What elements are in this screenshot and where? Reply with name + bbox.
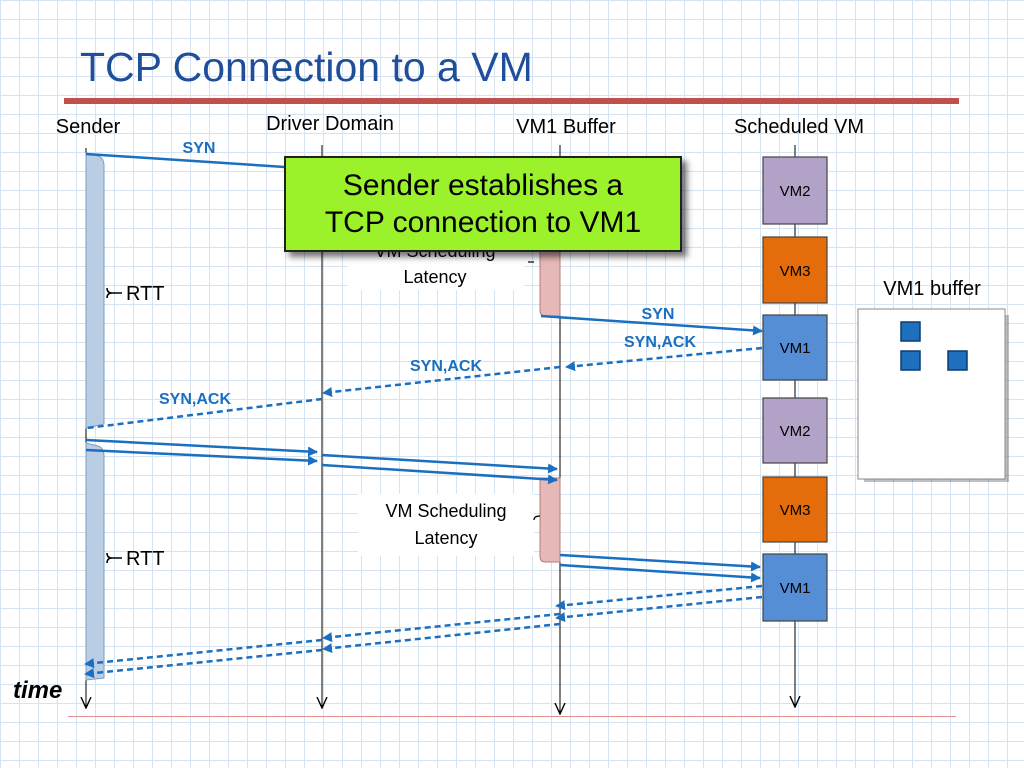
vm-slot: VM3: [762, 476, 828, 543]
vm-slot: VM2: [762, 156, 828, 225]
vm-slot: VM2: [762, 397, 828, 464]
vm-slot-label: VM1: [780, 580, 811, 597]
vm-slot: VM1: [762, 314, 828, 381]
vm-slot: VM1: [762, 553, 828, 622]
latency-label-box: [358, 494, 534, 556]
data-arrow-to-vm1: [559, 553, 761, 572]
ack-arrow-to-driver: [322, 612, 561, 643]
column-header-scheduled-vm: Scheduled VM: [734, 116, 864, 138]
rtt-bar: [85, 442, 105, 681]
vm-slot-label: VM2: [780, 183, 811, 200]
data-arrow-to-driver: [85, 448, 318, 466]
vm-slot-box: [762, 236, 828, 304]
ack-arrow-to-sender: [84, 648, 323, 679]
callout-box: Sender establishes a TCP connection to V…: [284, 156, 682, 252]
title-rule: [64, 98, 959, 104]
column-header-driver-domain: Driver Domain: [266, 113, 394, 135]
ack-arrow-to-buffer: [555, 595, 763, 623]
callout-line-2: TCP connection to VM1: [324, 206, 642, 239]
rtt-label: RTT: [126, 548, 165, 570]
ack-arrow-to-driver: [322, 622, 561, 654]
rtt-label: RTT: [126, 283, 165, 305]
page-title: TCP Connection to a VM: [80, 44, 533, 90]
vm1-buffer-panel-label: VM1 buffer: [883, 278, 981, 300]
synack-arrow-to-buffer: [565, 346, 763, 372]
time-axis-label: time: [13, 677, 62, 704]
vm-slot-label: VM1: [780, 340, 811, 357]
latency-brace: [533, 515, 541, 521]
latency-label-line1: VM Scheduling: [385, 501, 506, 521]
buffered-packet: [900, 350, 921, 371]
vm-slot: VM3: [762, 236, 828, 304]
ack-arrow-to-sender: [84, 638, 323, 669]
message-label-synack: SYN,ACK: [410, 358, 482, 375]
vm-slot-label: VM2: [780, 423, 811, 440]
rtt-brace: [106, 552, 122, 564]
message-label-syn: SYN: [642, 306, 675, 323]
column-header-vm1-buffer: VM1 Buffer: [516, 116, 616, 138]
data-arrow-to-driver: [85, 438, 318, 457]
data-arrow-to-buffer: [321, 463, 558, 485]
message-label-synack: SYN,ACK: [624, 334, 696, 351]
callout-line-1: Sender establishes a: [342, 169, 624, 202]
ack-arrow-to-buffer: [555, 584, 763, 611]
data-arrow-to-vm1: [559, 563, 761, 583]
column-header-sender: Sender: [56, 116, 121, 138]
bottom-rule: [68, 716, 956, 717]
vm1-buffer-panel: [857, 308, 1006, 480]
message-label-syn: SYN: [183, 140, 216, 157]
vm-slot-box: [762, 314, 828, 381]
rtt-bar: [85, 152, 105, 429]
vm-slot-box: [762, 156, 828, 225]
buffered-packet: [947, 350, 968, 371]
message-label-synack: SYN,ACK: [159, 391, 231, 408]
rtt-brace: [106, 287, 122, 299]
data-arrow-to-buffer: [321, 453, 558, 474]
syn-arrow-sender: [85, 152, 301, 170]
latency-label-line2: Latency: [403, 267, 466, 287]
syn-arrow-to-vm1: [540, 314, 763, 336]
vm-slot-box: [762, 553, 828, 622]
vm-slot-box: [762, 397, 828, 464]
vm-slot-box: [762, 476, 828, 543]
vm-slot-label: VM3: [780, 263, 811, 280]
buffered-packet: [900, 321, 921, 342]
latency-bar: [539, 477, 561, 563]
latency-label-line2: Latency: [414, 528, 477, 548]
vm-slot-label: VM3: [780, 502, 811, 519]
